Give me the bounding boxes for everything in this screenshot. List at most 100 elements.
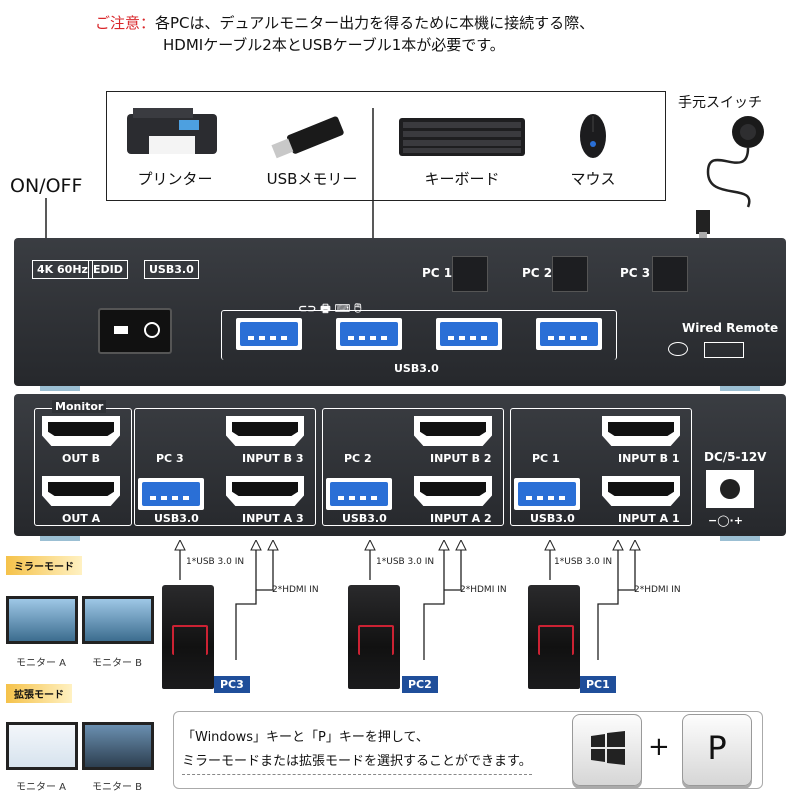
front-usb-port-1[interactable]	[236, 318, 302, 350]
wired-remote-port[interactable]	[704, 342, 744, 358]
windows-key	[572, 714, 642, 786]
front-panel: 4K 60Hz EDID USB3.0 PC 1 PC 2 PC 3 ⊂⊃ 🖶 …	[14, 238, 786, 386]
power-off-mark-icon	[144, 322, 160, 338]
keyboard-icon	[399, 118, 525, 156]
extend-monitor-b-icon	[82, 722, 154, 770]
pc1-hdmi-in-label: 2*HDMI IN	[634, 585, 681, 595]
pc1-tower-icon	[528, 585, 580, 689]
front-usb-label: USB3.0	[394, 362, 439, 375]
input-b2-port[interactable]	[414, 416, 492, 446]
out-a-port[interactable]	[42, 476, 120, 506]
out-b-port[interactable]	[42, 416, 120, 446]
instruction-box: 「Windows」キーと「P」キーを押して、 ミラーモードまたは拡張モードを選択…	[173, 711, 763, 789]
input-a2-label: INPUT A 2	[430, 512, 492, 525]
pc3-input-group	[134, 408, 316, 526]
note-prefix: ご注意：	[95, 14, 156, 32]
p-key: P	[682, 714, 752, 786]
remote-icon	[668, 342, 688, 356]
printer-label: プリンター	[137, 170, 213, 188]
pc1-tag: PC1	[580, 676, 616, 693]
keyboard-label: キーボード	[424, 170, 500, 188]
pc3-usb-in-label: 1*USB 3.0 IN	[186, 557, 245, 567]
pc3-hdmi-in-label: 2*HDMI IN	[272, 585, 319, 595]
front-foot-left	[40, 386, 80, 391]
mirror-mode-label: ミラーモード	[6, 556, 82, 575]
extend-mode-label: 拡張モード	[6, 684, 72, 703]
extend-monitor-a-icon	[6, 722, 78, 770]
front-usb-port-4[interactable]	[536, 318, 602, 350]
plus-sign: +	[648, 732, 670, 762]
input-b3-label: INPUT B 3	[242, 452, 304, 465]
pc1-button[interactable]	[452, 256, 488, 292]
note-text: ご注意：各PCは、デュアルモニター出力を得るために本機に接続する際、 HDMIケ…	[95, 12, 594, 56]
pc2-hdmi-in-label: 2*HDMI IN	[460, 585, 507, 595]
usb-memory-label: USBメモリー	[266, 170, 358, 188]
pc2-tower-icon	[348, 585, 400, 689]
dc-power-port[interactable]	[706, 470, 754, 508]
badge-usb3: USB3.0	[144, 260, 199, 279]
printer-icon	[119, 106, 225, 162]
note-line2: HDMIケーブル2本とUSBケーブル1本が必要です。	[163, 36, 505, 54]
usb-pc2-label: USB3.0	[342, 512, 387, 525]
input-a1-label: INPUT A 1	[618, 512, 680, 525]
monitor-label: Monitor	[52, 400, 107, 413]
instruction-line1: 「Windows」キーと「P」キーを押して、	[182, 730, 429, 745]
input-b1-port[interactable]	[602, 416, 680, 446]
instruction-text: 「Windows」キーと「P」キーを押して、 ミラーモードまたは拡張モードを選択…	[182, 726, 532, 775]
pc3-tower-icon	[162, 585, 214, 689]
input-a1-port[interactable]	[602, 476, 680, 506]
input-a3-label: INPUT A 3	[242, 512, 304, 525]
input-a3-port[interactable]	[226, 476, 304, 506]
front-foot-right	[720, 386, 760, 391]
pc2-button-label: PC 2	[522, 266, 553, 280]
usb-pc2-port[interactable]	[326, 478, 392, 510]
note-line1: 各PCは、デュアルモニター出力を得るために本機に接続する際、	[155, 14, 595, 32]
pc3-button-label: PC 3	[620, 266, 651, 280]
pc1-usb-in-label: 1*USB 3.0 IN	[554, 557, 613, 567]
badge-edid: EDID	[88, 260, 128, 279]
pc1-button-label: PC 1	[422, 266, 453, 280]
power-switch[interactable]	[98, 308, 172, 354]
mirror-monitor-a-label: モニター A	[16, 658, 67, 669]
badge-4k: 4K 60Hz	[32, 260, 93, 279]
pc3-button[interactable]	[652, 256, 688, 292]
windows-logo-icon	[591, 731, 625, 765]
pc2-tag: PC2	[402, 676, 438, 693]
instruction-line2: ミラーモードまたは拡張モードを選択することができます。	[182, 750, 532, 775]
connection-lines	[174, 540, 641, 660]
usb-pc1-port[interactable]	[514, 478, 580, 510]
pc1-group-label: PC 1	[532, 452, 560, 465]
mirror-monitor-b-label: モニター B	[92, 658, 143, 669]
input-b2-label: INPUT B 2	[430, 452, 492, 465]
wired-remote-label: Wired Remote	[682, 321, 779, 335]
input-b3-port[interactable]	[226, 416, 304, 446]
mouse-icon	[577, 104, 609, 160]
usb-pc3-label: USB3.0	[154, 512, 199, 525]
back-panel: Monitor OUT B OUT A PC 3 INPUT B 3 USB3.…	[14, 394, 786, 536]
usb-memory-icon	[263, 112, 353, 162]
onoff-label: ON/OFF	[10, 175, 83, 197]
input-a2-port[interactable]	[414, 476, 492, 506]
power-on-mark-icon	[114, 326, 128, 334]
input-b1-label: INPUT B 1	[618, 452, 680, 465]
mirror-monitor-a-icon	[6, 596, 78, 644]
back-foot-left	[40, 536, 80, 541]
pc2-group-label: PC 2	[344, 452, 372, 465]
front-usb-port-2[interactable]	[336, 318, 402, 350]
extend-monitor-b-label: モニター B	[92, 782, 143, 793]
out-a-label: OUT A	[62, 512, 101, 525]
usb-pc3-port[interactable]	[138, 478, 204, 510]
dc-polarity-icon: −◯·+	[708, 514, 743, 527]
pc2-usb-in-label: 1*USB 3.0 IN	[376, 557, 435, 567]
mouse-label: マウス	[570, 170, 616, 188]
pc3-tag: PC3	[214, 676, 250, 693]
dc-jack-icon	[720, 479, 740, 499]
remote-switch-label: 手元スイッチ	[678, 95, 762, 111]
pc2-button[interactable]	[552, 256, 588, 292]
remote-switch-icon	[688, 112, 778, 242]
usb-pc1-label: USB3.0	[530, 512, 575, 525]
pc1-input-group	[510, 408, 692, 526]
extend-monitor-a-label: モニター A	[16, 782, 67, 793]
front-usb-port-3[interactable]	[436, 318, 502, 350]
mirror-monitor-b-icon	[82, 596, 154, 644]
